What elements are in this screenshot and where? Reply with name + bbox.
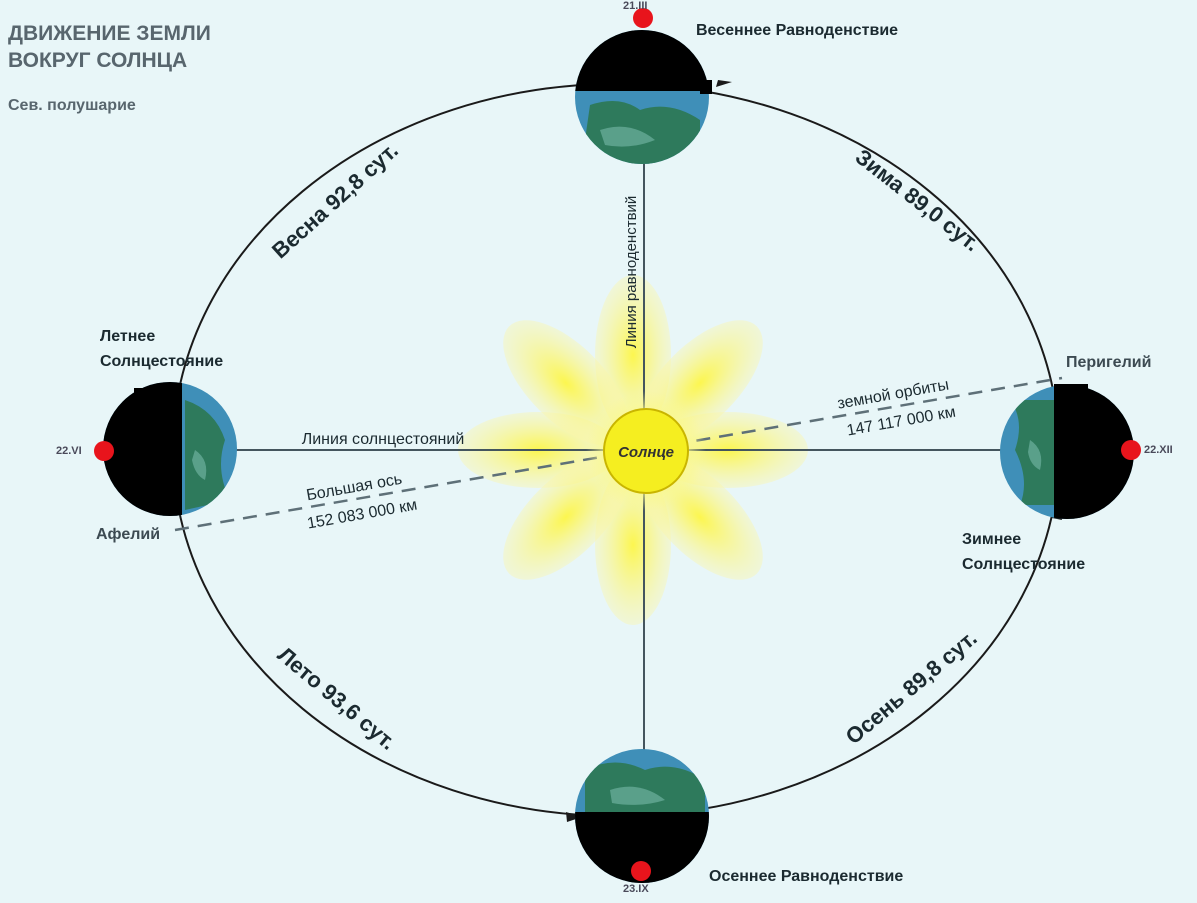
equinox-line-label: Линия равноденствий [623,196,640,349]
subtitle: Сев. полушарие [8,97,136,114]
autumn-equinox-label: Осеннее Равноденствие [709,868,904,885]
perihelion-label: Перигелий [1066,354,1152,371]
vernal-date: 21.III [623,0,648,12]
summer-date: 22.VI [56,445,82,457]
solstice-line-label: Линия солнцестояний [302,431,465,448]
season-winter-label: Зима 89,0 сут. [851,144,985,256]
earth-vernal-equinox [575,30,712,164]
summer-solstice-label-1: Летнее [100,328,156,345]
sun-label: Солнце [618,444,674,461]
season-spring-label: Весна 92,8 сут. [267,137,403,263]
orbit-arrow-top [716,80,732,87]
season-autumn-label: Осень 89,8 сут. [841,625,982,749]
orbit-arrow-bottom [566,812,582,822]
marker-vernal [633,8,653,28]
title-line-2: ВОКРУГ СОЛНЦА [8,49,188,72]
major-axis-label-1: Большая ось [305,471,403,505]
marker-autumn [631,861,651,881]
vernal-equinox-label: Весеннее Равноденствие [696,22,899,39]
winter-solstice-label-2: Солнцестояние [962,556,1086,573]
earth-summer-solstice [103,382,237,516]
summer-solstice-label-2: Солнцестояние [100,353,224,370]
winter-date: 22.XII [1144,444,1173,456]
autumn-date: 23.IX [623,883,649,895]
title-line-1: ДВИЖЕНИЕ ЗЕМЛИ [8,22,211,45]
marker-summer [94,441,114,461]
sun [603,408,689,494]
aphelion-label: Афелий [96,526,161,543]
title: ДВИЖЕНИЕ ЗЕМЛИ ВОКРУГ СОЛНЦА [8,20,211,74]
season-summer-label: Лето 93,6 сут. [273,642,401,755]
marker-winter [1121,440,1141,460]
orbit-label-2: 147 117 000 км [845,404,957,440]
winter-solstice-label-1: Зимнее [962,531,1022,548]
major-axis-label-2: 152 083 000 км [306,497,419,533]
